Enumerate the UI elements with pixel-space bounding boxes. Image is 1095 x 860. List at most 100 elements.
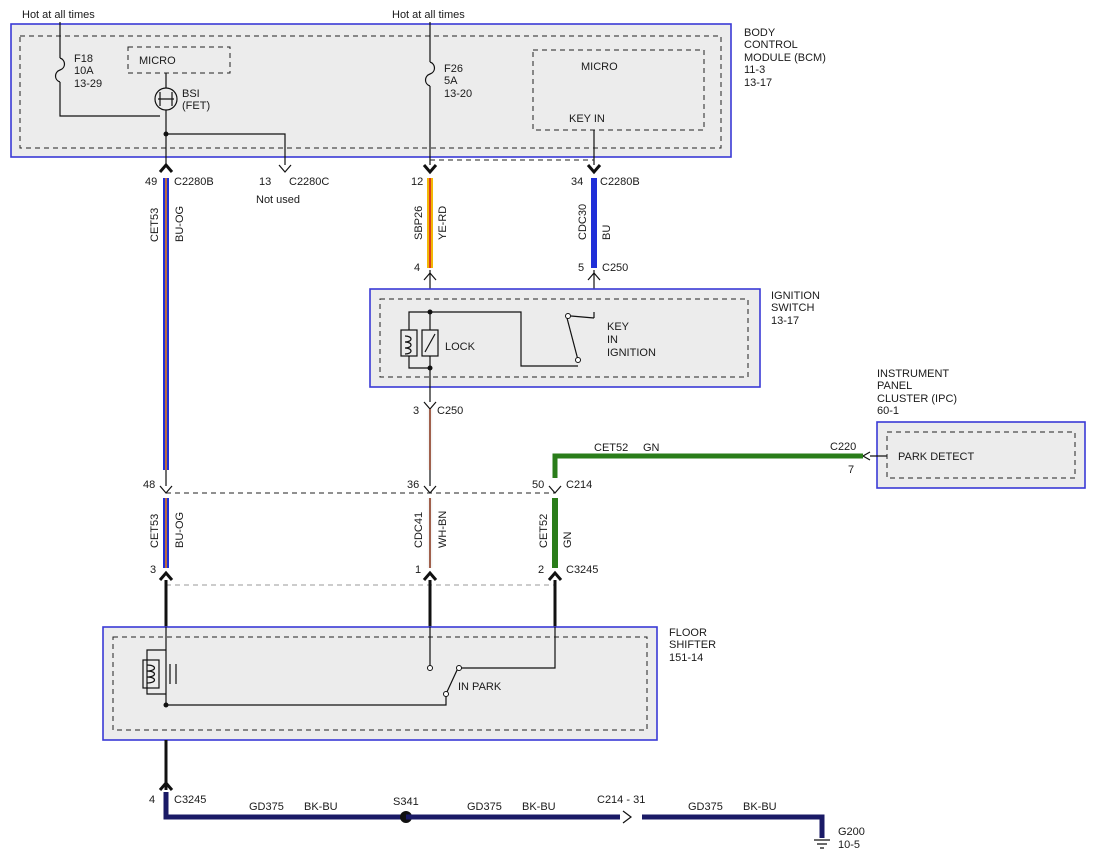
key-in-ignition-3: IGNITION: [607, 347, 656, 359]
key-in-label: KEY IN: [569, 113, 605, 125]
micro-left-box: [127, 46, 231, 74]
c214-pin50-number: 50: [532, 479, 544, 491]
not-used-branch-wire: [166, 133, 286, 165]
bsi-label: BSI: [182, 88, 200, 100]
in-park-terminal-left-icon: [427, 665, 433, 671]
g200-label: G200: [838, 826, 865, 838]
c250-pin5-number: 5: [578, 262, 584, 274]
c3245-pin1-icon: [422, 570, 438, 581]
gn-horizontal-label: GN: [643, 442, 660, 454]
ign-lock-out-dot: [427, 365, 433, 371]
c220-pin-icon: [861, 451, 871, 461]
ignition-title-2: SWITCH: [771, 302, 814, 314]
park-lock-solenoid-icon: [142, 659, 160, 689]
pin49-connector: C2280B: [174, 176, 214, 188]
micro-right-label: MICRO: [581, 61, 618, 73]
c214-pin50-icon: [548, 485, 562, 494]
ground-pin4-icon: [158, 780, 174, 791]
solenoid-winding-icon: [146, 664, 156, 684]
floor-shifter-module: [102, 626, 658, 741]
feed-label-left: Hot at all times: [22, 9, 95, 21]
c214-connector-label: C214: [566, 479, 592, 491]
shifter-title-1: FLOOR: [669, 627, 707, 639]
c3245-connector-label: C3245: [566, 564, 598, 576]
s341-label: S341: [393, 796, 419, 808]
feed-label-right: Hot at all times: [392, 9, 465, 21]
ground-pin4-number: 4: [149, 794, 155, 806]
ipc-title-2: PANEL: [877, 380, 912, 392]
c3245-pin2-icon: [547, 570, 563, 581]
key-in-ignition-1: KEY: [607, 321, 630, 333]
cdc41-label: CDC41: [413, 512, 425, 548]
lock-diode-mark-icon: [424, 333, 436, 353]
f18-ref: 13-29: [74, 78, 102, 90]
c3245-pin3-number: 3: [150, 564, 156, 576]
bcm-title-4: 11-3: [744, 64, 765, 76]
bkbu-label-2: BK-BU: [522, 801, 556, 813]
yerd-label: YE-RD: [437, 206, 449, 240]
bkbu-label-1: BK-BU: [304, 801, 338, 813]
bu-label: BU: [601, 225, 613, 240]
f26-fuse-icon: [424, 61, 436, 87]
in-park-right-lead: [461, 627, 556, 669]
bcm-title-3: MODULE (BCM): [744, 52, 826, 64]
ign-lock-loop-wire: [408, 311, 430, 330]
cet52-vertical-label: CET52: [538, 514, 550, 548]
shifter-inner-boundary: [112, 636, 648, 731]
shifter-title-2: SHIFTER: [669, 639, 716, 651]
c3245-pin3-icon: [158, 570, 174, 581]
f26-label: F26: [444, 63, 463, 75]
c214-pin48-number: 48: [143, 479, 155, 491]
cet53-upper-label: CET53: [149, 208, 161, 242]
cet52-horizontal-label: CET52: [594, 442, 628, 454]
ignition-switch-module: [369, 288, 761, 388]
ground-symbol-icon: [814, 839, 830, 849]
pin34-connector: C2280B: [600, 176, 640, 188]
c220-pin7: 7: [848, 464, 854, 476]
key-in-ignition-2: IN: [607, 334, 618, 346]
bcm-title-2: CONTROL: [744, 39, 798, 51]
ignition-title-1: IGNITION: [771, 290, 820, 302]
fet-inner-icon: [158, 92, 174, 106]
micro-left-label: MICRO: [139, 55, 176, 67]
ignition-title-3: 13-17: [771, 315, 799, 327]
f18-rating: 10A: [74, 65, 94, 77]
cet52-wire-horizontal: [552, 453, 863, 478]
micro-right-box: [532, 49, 705, 131]
in-park-switch-wire: [166, 694, 447, 706]
c250-pin3-number: 3: [413, 405, 419, 417]
c3245-pin2-number: 2: [538, 564, 544, 576]
bcm-module: [10, 23, 732, 158]
solenoid-loop-wire: [146, 649, 166, 695]
key-switch-feed-link: [570, 315, 595, 319]
ignition-inner-boundary: [379, 298, 749, 378]
gn-vertical-label: GN: [562, 531, 574, 548]
c220-connector: C220: [830, 441, 856, 453]
c214-31-connector-icon: [622, 810, 632, 824]
pin34-connector-icon: [586, 164, 602, 175]
shifter-title-3: 151-14: [669, 652, 703, 664]
sbp26-label: SBP26: [413, 206, 425, 240]
c250-pin4-number: 4: [414, 262, 420, 274]
ipc-title-3: CLUSTER (IPC): [877, 393, 957, 405]
pin49-connector-icon: [158, 162, 174, 173]
f26-rating: 5A: [444, 75, 458, 87]
buog-lower-label: BU-OG: [174, 512, 186, 548]
gd375-wire-1: [163, 792, 406, 820]
pin13-number: 13: [259, 176, 271, 188]
ipc-title-1: INSTRUMENT: [877, 368, 949, 380]
park-detect-label: PARK DETECT: [898, 451, 974, 463]
pin12-number: 12: [411, 176, 423, 188]
key-switch-contact-icon: [566, 317, 579, 361]
key-switch-wire: [430, 311, 578, 367]
bcm-inner-boundary: [19, 35, 722, 149]
not-used-label: Not used: [256, 194, 300, 206]
solenoid-core-icon: [169, 664, 177, 684]
c3245-pin1-number: 1: [415, 564, 421, 576]
c214-pin36-number: 36: [407, 479, 419, 491]
gd375-wire-3: [642, 814, 825, 838]
bsi-fet-label: (FET): [182, 100, 210, 112]
cdc30-label: CDC30: [577, 204, 589, 240]
whbn-label: WH-BN: [437, 511, 449, 548]
key-switch-pivot-icon: [575, 357, 581, 363]
